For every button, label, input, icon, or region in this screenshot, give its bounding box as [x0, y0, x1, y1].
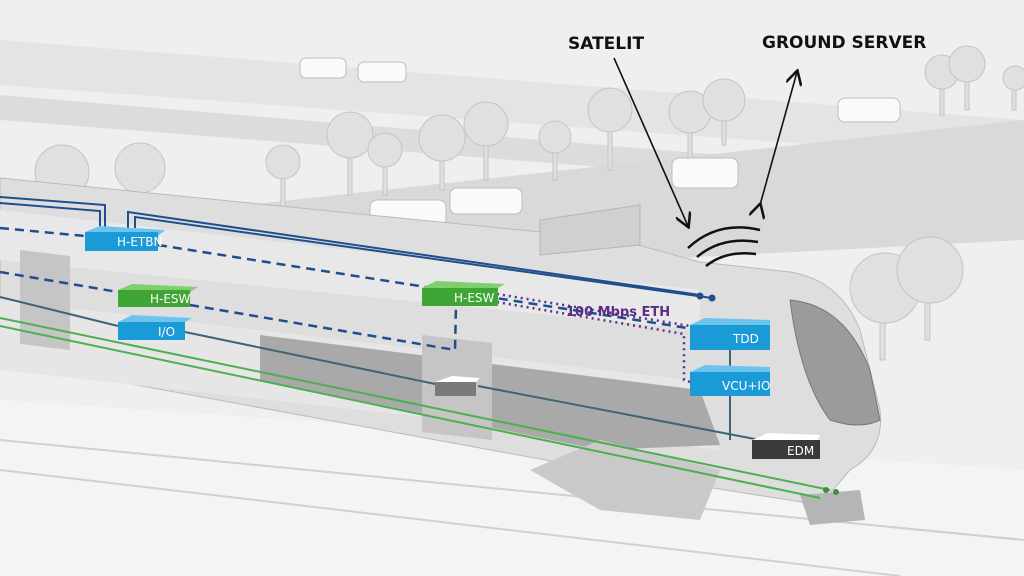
- etbn-line: [134, 215, 713, 299]
- io-line: [477, 385, 761, 441]
- ethernet-label: 100 Mbps ETH: [566, 305, 670, 320]
- io-line: [184, 331, 441, 386]
- tree: [326, 111, 374, 196]
- tree: [1002, 65, 1024, 111]
- car: [357, 61, 407, 83]
- tree: [668, 90, 712, 166]
- white-device-box[interactable]: [435, 376, 480, 396]
- io-line: [0, 296, 119, 327]
- car: [671, 157, 739, 189]
- h-esw-mid-box[interactable]: H-ESW: [422, 281, 505, 306]
- h-esw-mid-label: H-ESW: [454, 291, 495, 305]
- io-box[interactable]: I/O: [118, 315, 192, 340]
- car: [837, 97, 901, 123]
- tree: [587, 87, 633, 171]
- tree: [367, 132, 403, 196]
- satellite-label: SATELIT: [568, 34, 644, 54]
- car: [299, 57, 347, 79]
- vcu-io-label: VCU+IO: [722, 379, 770, 393]
- tree: [702, 78, 746, 146]
- h-etbn-box[interactable]: H-ETBN: [85, 226, 165, 251]
- etbn-line: [0, 196, 106, 228]
- tree: [265, 144, 301, 209]
- power-line: [0, 325, 821, 499]
- tree: [896, 236, 964, 341]
- tree: [948, 45, 986, 111]
- io-label: I/O: [158, 325, 175, 339]
- ground-server-label: GROUND SERVER: [762, 33, 926, 53]
- h-esw-left-label: H-ESW: [150, 292, 191, 306]
- h-etbn-label: H-ETBN: [117, 235, 162, 249]
- eth-dotted-line: [496, 292, 691, 384]
- tree: [538, 120, 572, 181]
- tdd-box[interactable]: TDD: [690, 318, 770, 350]
- car: [449, 187, 523, 215]
- edm-label: EDM: [787, 444, 814, 458]
- tree: [463, 101, 509, 181]
- power-line: [0, 317, 831, 491]
- etbn-line: [0, 202, 101, 228]
- ground-server-arrow: [760, 72, 797, 205]
- network-lines: [0, 196, 839, 499]
- tree: [418, 114, 466, 191]
- vcu-io-box[interactable]: VCU+IO: [690, 365, 770, 396]
- dashed-ethernet: [0, 270, 119, 294]
- tdd-label: TDD: [732, 332, 759, 346]
- etbn-line: [127, 210, 701, 296]
- edm-box[interactable]: EDM: [752, 433, 820, 459]
- h-esw-left-box[interactable]: H-ESW: [118, 284, 198, 307]
- wireless-signal-icon: [687, 226, 761, 267]
- satellite-arrow: [613, 57, 688, 226]
- trees: [34, 45, 1024, 361]
